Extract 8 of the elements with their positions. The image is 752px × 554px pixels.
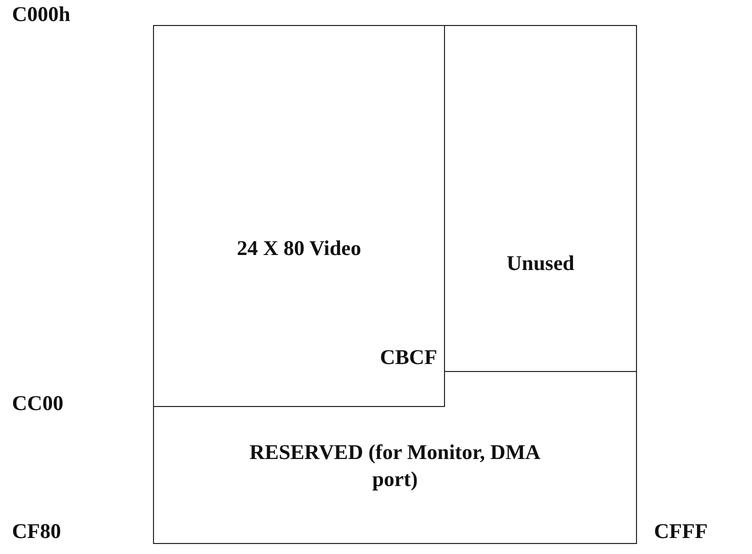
address-label: CC00 [12,391,64,415]
address-label: C000h [12,2,70,26]
region-label: Unused [506,250,576,277]
region-label: RESERVED (for Monitor, DMA port) [248,439,542,493]
region-label: 24 X 80 Video [236,235,362,262]
address-label: CF80 [12,519,61,543]
address-label: CBCF [380,345,438,369]
address-label: CFFF [654,519,708,543]
